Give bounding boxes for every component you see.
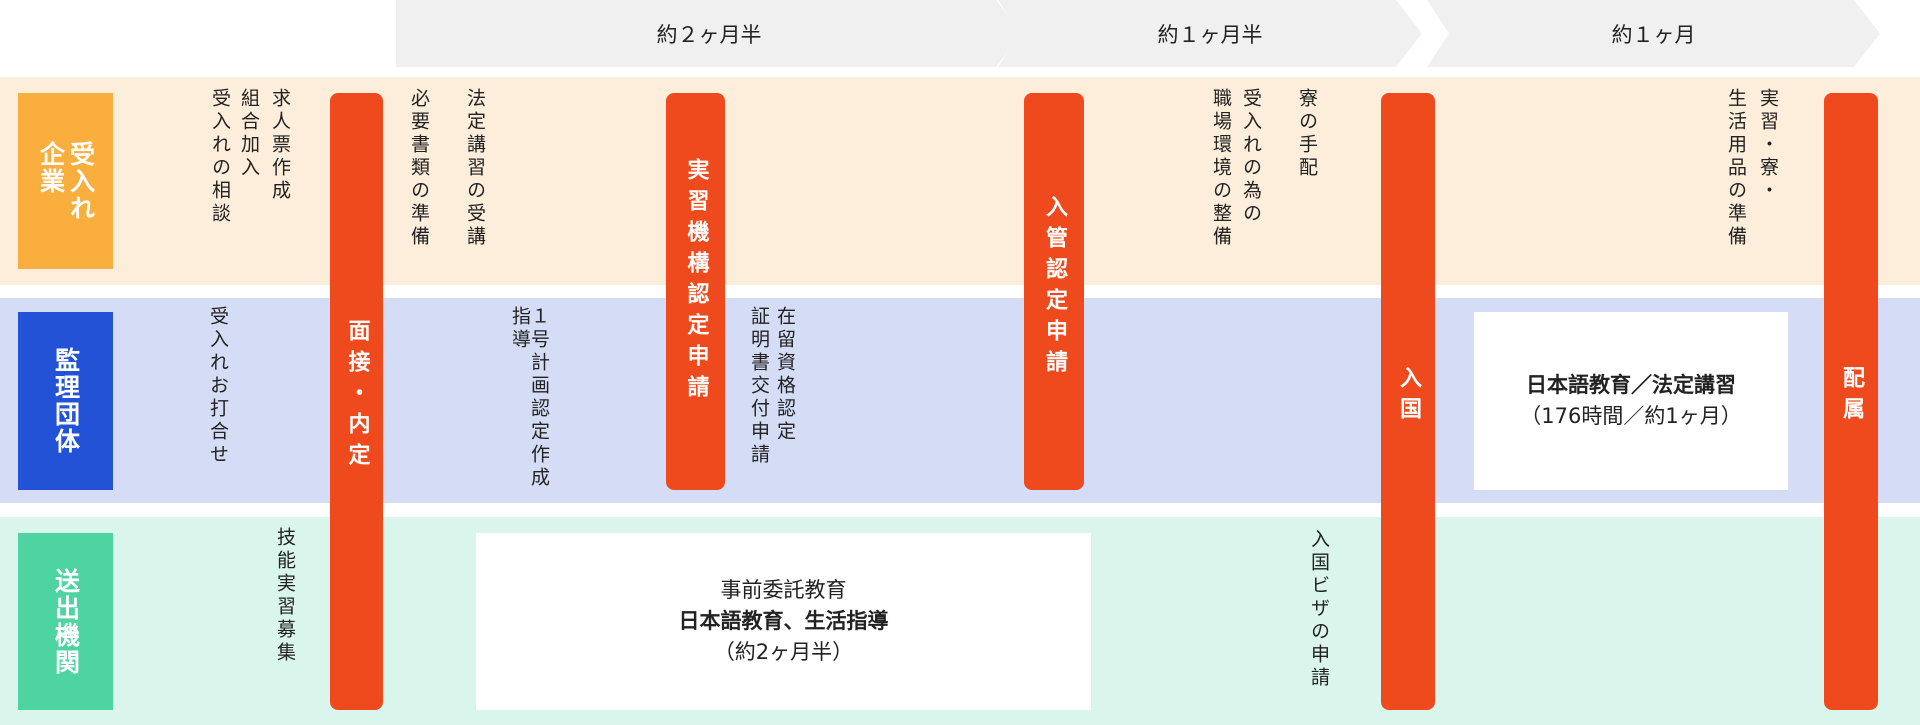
period-arrow-1: 約２ヶ月半 — [396, 0, 1022, 67]
milestone-interview: 面接・内定 — [330, 93, 383, 710]
period-arrow-3: 約１ヶ月 — [1427, 0, 1880, 67]
period-label: 約１ヶ月 — [1611, 22, 1696, 47]
task-text: 生活用品の準備 — [1725, 88, 1747, 249]
japanese-training-box-union: 日本語教育／法定講習 （176時間／約1ヶ月） — [1474, 312, 1788, 490]
box-title: 日本語教育／法定講習 — [1526, 373, 1736, 397]
label-sending: 送出機関 — [18, 533, 113, 710]
task-text: 職場環境の整備 — [1210, 88, 1232, 249]
milestone-label: 入管認定申請 — [1042, 195, 1067, 381]
box-subtitle: （176時間／約1ヶ月） — [1520, 404, 1742, 428]
period-label: 約２ヶ月半 — [656, 22, 762, 47]
task-text: 受入れお打合せ — [207, 306, 229, 467]
milestone-assignment: 配属 — [1824, 93, 1878, 710]
task-text: 求人票作成 — [269, 88, 291, 203]
task-text: 受入れの相談 — [209, 88, 231, 226]
task-text: １号計画認定作成 — [528, 306, 550, 490]
row-company — [0, 77, 1920, 285]
label-text: 企業 — [36, 140, 66, 195]
task-text: 寮の手配 — [1296, 88, 1318, 180]
task-text: 受入れの為の — [1240, 88, 1262, 226]
task-text: 法定講習の受講 — [464, 88, 486, 249]
label-union: 監理団体 — [18, 312, 113, 490]
milestone-label: 配属 — [1839, 366, 1864, 428]
task-text: 指導 — [509, 306, 531, 352]
milestone-immigration-application: 入管認定申請 — [1024, 93, 1084, 490]
task-text: 組合加入 — [238, 88, 260, 180]
milestone-otit-application: 実習機構認定申請 — [666, 93, 725, 490]
label-text: 送出機関 — [51, 567, 81, 676]
pre-training-box: 事前委託教育 日本語教育、生活指導 （約2ヶ月半） — [476, 533, 1091, 710]
task-text: 実習・寮・ — [1757, 88, 1779, 203]
task-text: 技能実習募集 — [274, 527, 296, 665]
milestone-entry: 入国 — [1381, 93, 1435, 710]
milestone-label: 入国 — [1396, 366, 1421, 428]
label-text: 受入れ — [66, 140, 96, 222]
period-label: 約１ヶ月半 — [1157, 22, 1263, 47]
task-text: 必要書類の準備 — [408, 88, 430, 249]
task-text: 在留資格認定 — [774, 306, 796, 444]
label-text: 監理団体 — [51, 347, 81, 455]
period-arrow-2: 約１ヶ月半 — [998, 0, 1422, 67]
task-text: 入国ビザの申請 — [1308, 529, 1330, 690]
box-title: 日本語教育、生活指導 — [678, 609, 889, 633]
milestone-label: 面接・内定 — [344, 319, 370, 474]
task-text: 証明書交付申請 — [748, 306, 770, 467]
box-line: 事前委託教育 — [720, 578, 847, 602]
label-company: 受入れ企業 — [18, 93, 113, 269]
box-subtitle: （約2ヶ月半） — [713, 640, 854, 664]
milestone-label: 実習機構認定申請 — [683, 158, 709, 406]
